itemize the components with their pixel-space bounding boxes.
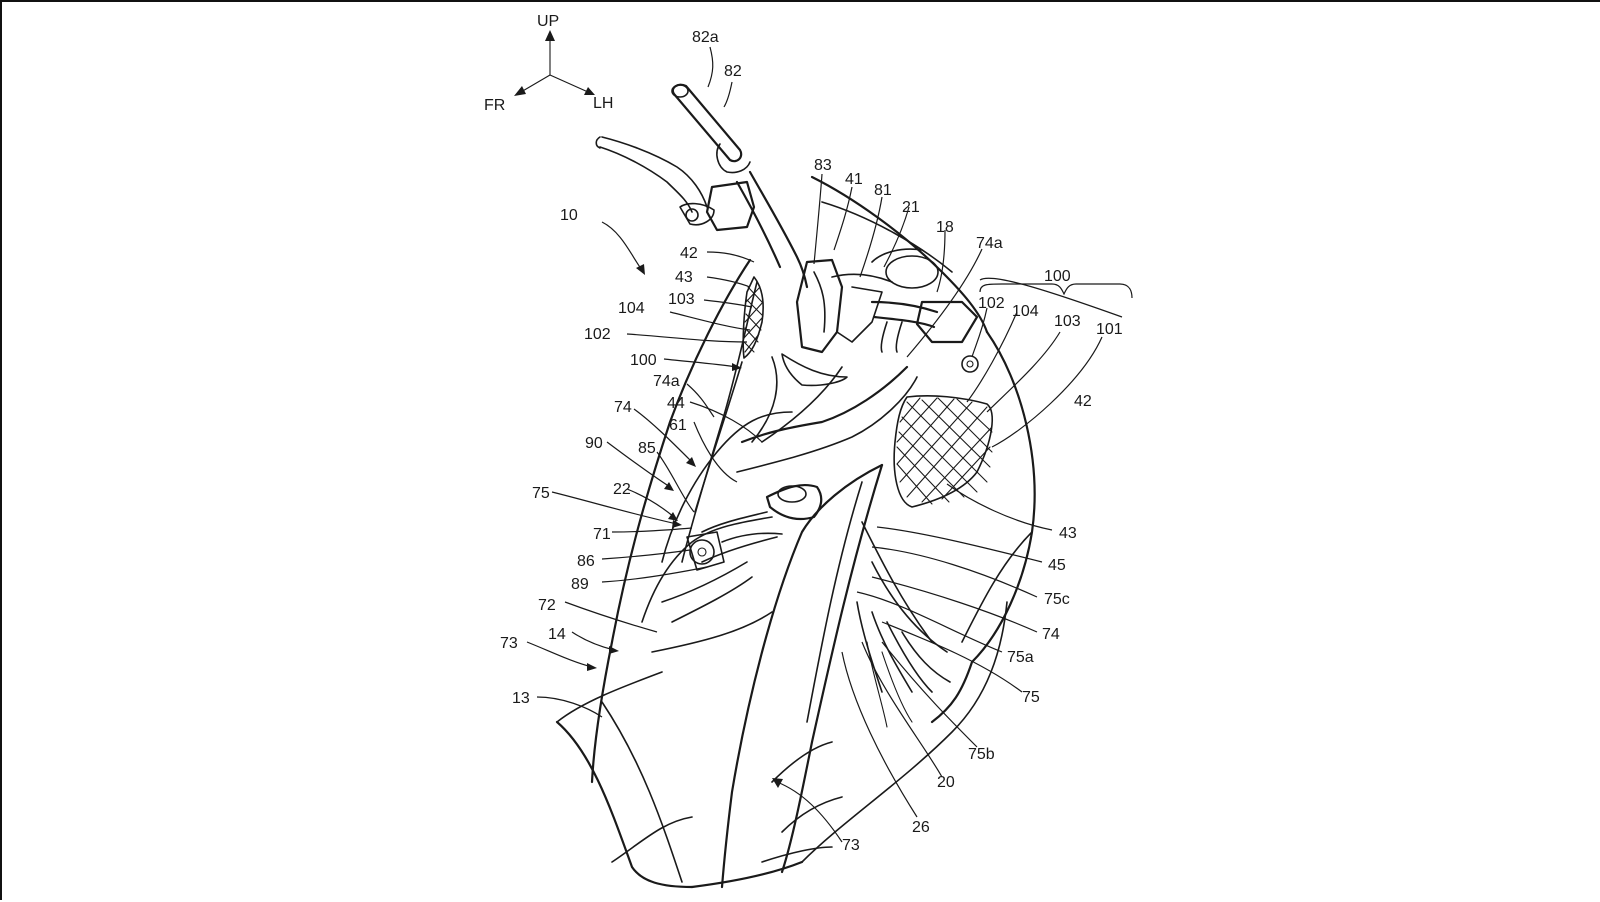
label-81: 81: [874, 182, 892, 199]
label-73-bottom: 73: [842, 837, 860, 854]
label-82: 82: [724, 63, 742, 80]
front-label: FR: [484, 97, 505, 114]
label-14: 14: [548, 626, 566, 643]
label-75a: 75a: [1007, 649, 1034, 666]
label-103-right: 103: [1054, 313, 1081, 330]
label-44: 44: [667, 395, 685, 412]
reference-numerals: 82a 82 83 41 81 21 18 74a 100 102 104 10…: [500, 29, 1123, 854]
label-22: 22: [613, 481, 631, 498]
label-18: 18: [936, 219, 954, 236]
label-82a: 82a: [692, 29, 719, 46]
label-103-left: 103: [668, 291, 695, 308]
label-73-left: 73: [500, 635, 518, 652]
vehicle-outline: [555, 83, 1036, 889]
label-100-right: 100: [1044, 268, 1071, 285]
label-90: 90: [585, 435, 603, 452]
label-75b: 75b: [968, 746, 995, 763]
label-45: 45: [1048, 557, 1066, 574]
label-74a-left: 74a: [653, 373, 680, 390]
label-43-left: 43: [675, 269, 693, 286]
right-mesh: [896, 397, 993, 505]
label-42-left: 42: [680, 245, 698, 262]
label-13: 13: [512, 690, 530, 707]
label-102-right: 102: [978, 295, 1005, 312]
label-75-right: 75: [1022, 689, 1040, 706]
label-41: 41: [845, 171, 863, 188]
label-61: 61: [669, 417, 687, 434]
orientation-indicator: UP FR LH: [484, 13, 613, 114]
label-100-left: 100: [630, 352, 657, 369]
leader-lines: [526, 46, 1123, 843]
label-43-right: 43: [1059, 525, 1077, 542]
label-74-left: 74: [614, 399, 632, 416]
label-83: 83: [814, 157, 832, 174]
label-20: 20: [937, 774, 955, 791]
label-89: 89: [571, 576, 589, 593]
label-74a-top: 74a: [976, 235, 1003, 252]
label-10: 10: [560, 207, 578, 224]
label-74-right: 74: [1042, 626, 1060, 643]
label-42-right: 42: [1074, 393, 1092, 410]
label-72: 72: [538, 597, 556, 614]
label-75-left: 75: [532, 485, 550, 502]
label-104-right: 104: [1012, 303, 1039, 320]
left-hand-label: LH: [593, 95, 613, 112]
label-102-left: 102: [584, 326, 611, 343]
up-label: UP: [537, 13, 559, 30]
label-21: 21: [902, 199, 920, 216]
label-26: 26: [912, 819, 930, 836]
label-104-left: 104: [618, 300, 645, 317]
label-75c: 75c: [1044, 591, 1070, 608]
label-85: 85: [638, 440, 656, 457]
label-86: 86: [577, 553, 595, 570]
bracket-100: [979, 283, 1133, 299]
label-71: 71: [593, 526, 611, 543]
label-101: 101: [1096, 321, 1123, 338]
